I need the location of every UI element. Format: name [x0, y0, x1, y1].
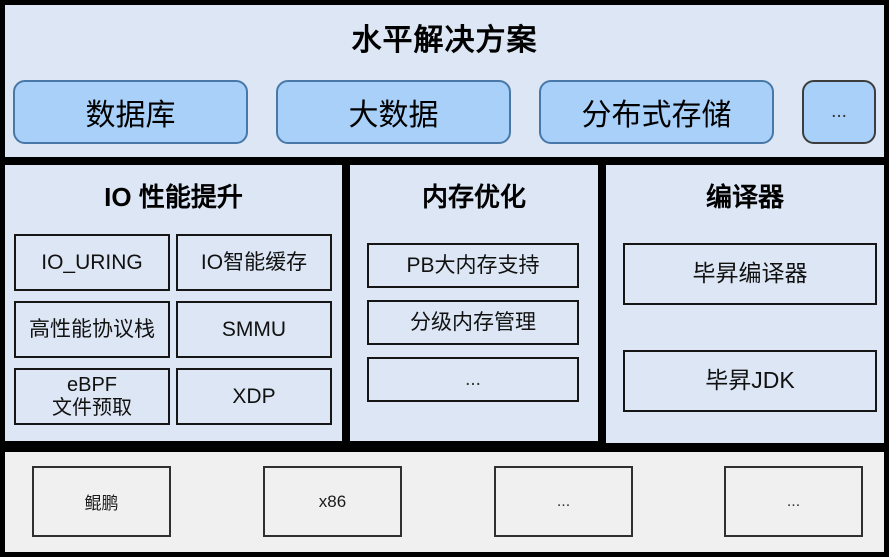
panel-compiler-title: 编译器: [705, 182, 784, 212]
solution-chip-bigdata[interactable]: 大数据: [276, 80, 511, 144]
panel-io-performance-title: IO 性能提升: [104, 182, 243, 212]
panel-memory-optimization: 内存优化 PB大内存支持 分级内存管理 ...: [350, 165, 598, 441]
solutions-band-title: 水平解决方案: [351, 24, 538, 57]
panel-io-performance-grid: IO_URING IO智能缓存 高性能协议栈 SMMU eBPF 文件预取 XD…: [14, 234, 332, 429]
solutions-chip-row: 数据库 大数据 分布式存储 ...: [5, 80, 884, 145]
compiler-cell-bisheng-compiler[interactable]: 毕昇编译器: [623, 243, 877, 305]
panel-io-performance: IO 性能提升 IO_URING IO智能缓存 高性能协议栈 SMMU eBPF…: [5, 165, 342, 441]
hardware-box-more-2[interactable]: ...: [724, 466, 863, 537]
hardware-band: 鲲鹏 x86 ... ...: [5, 452, 884, 552]
solution-chip-more[interactable]: ...: [802, 80, 876, 144]
solution-chip-distributed-storage[interactable]: 分布式存储: [539, 80, 774, 144]
memory-cell-pb-large-memory[interactable]: PB大内存支持: [367, 243, 579, 288]
solution-chip-database[interactable]: 数据库: [13, 80, 248, 144]
io-cell-smmu[interactable]: SMMU: [176, 301, 332, 358]
hardware-box-x86[interactable]: x86: [263, 466, 402, 537]
io-cell-protocol-stack[interactable]: 高性能协议栈: [14, 301, 170, 358]
memory-cell-more[interactable]: ...: [367, 357, 579, 402]
io-cell-smart-cache[interactable]: IO智能缓存: [176, 234, 332, 291]
io-cell-xdp[interactable]: XDP: [176, 368, 332, 425]
panel-compiler-grid: 毕昇编译器 毕昇JDK: [623, 243, 877, 428]
solutions-band: 水平解决方案 数据库 大数据 分布式存储 ...: [5, 5, 884, 157]
hardware-box-kunpeng[interactable]: 鲲鹏: [32, 466, 171, 537]
io-cell-io-uring[interactable]: IO_URING: [14, 234, 170, 291]
memory-cell-tiered-memory[interactable]: 分级内存管理: [367, 300, 579, 345]
hardware-box-more-1[interactable]: ...: [494, 466, 633, 537]
compiler-cell-bisheng-jdk[interactable]: 毕昇JDK: [623, 350, 877, 412]
panel-memory-optimization-grid: PB大内存支持 分级内存管理 ...: [367, 243, 579, 423]
panel-compiler: 编译器 毕昇编译器 毕昇JDK: [606, 165, 884, 443]
io-cell-ebpf-prefetch[interactable]: eBPF 文件预取: [14, 368, 170, 425]
panel-memory-optimization-title: 内存优化: [421, 182, 526, 212]
